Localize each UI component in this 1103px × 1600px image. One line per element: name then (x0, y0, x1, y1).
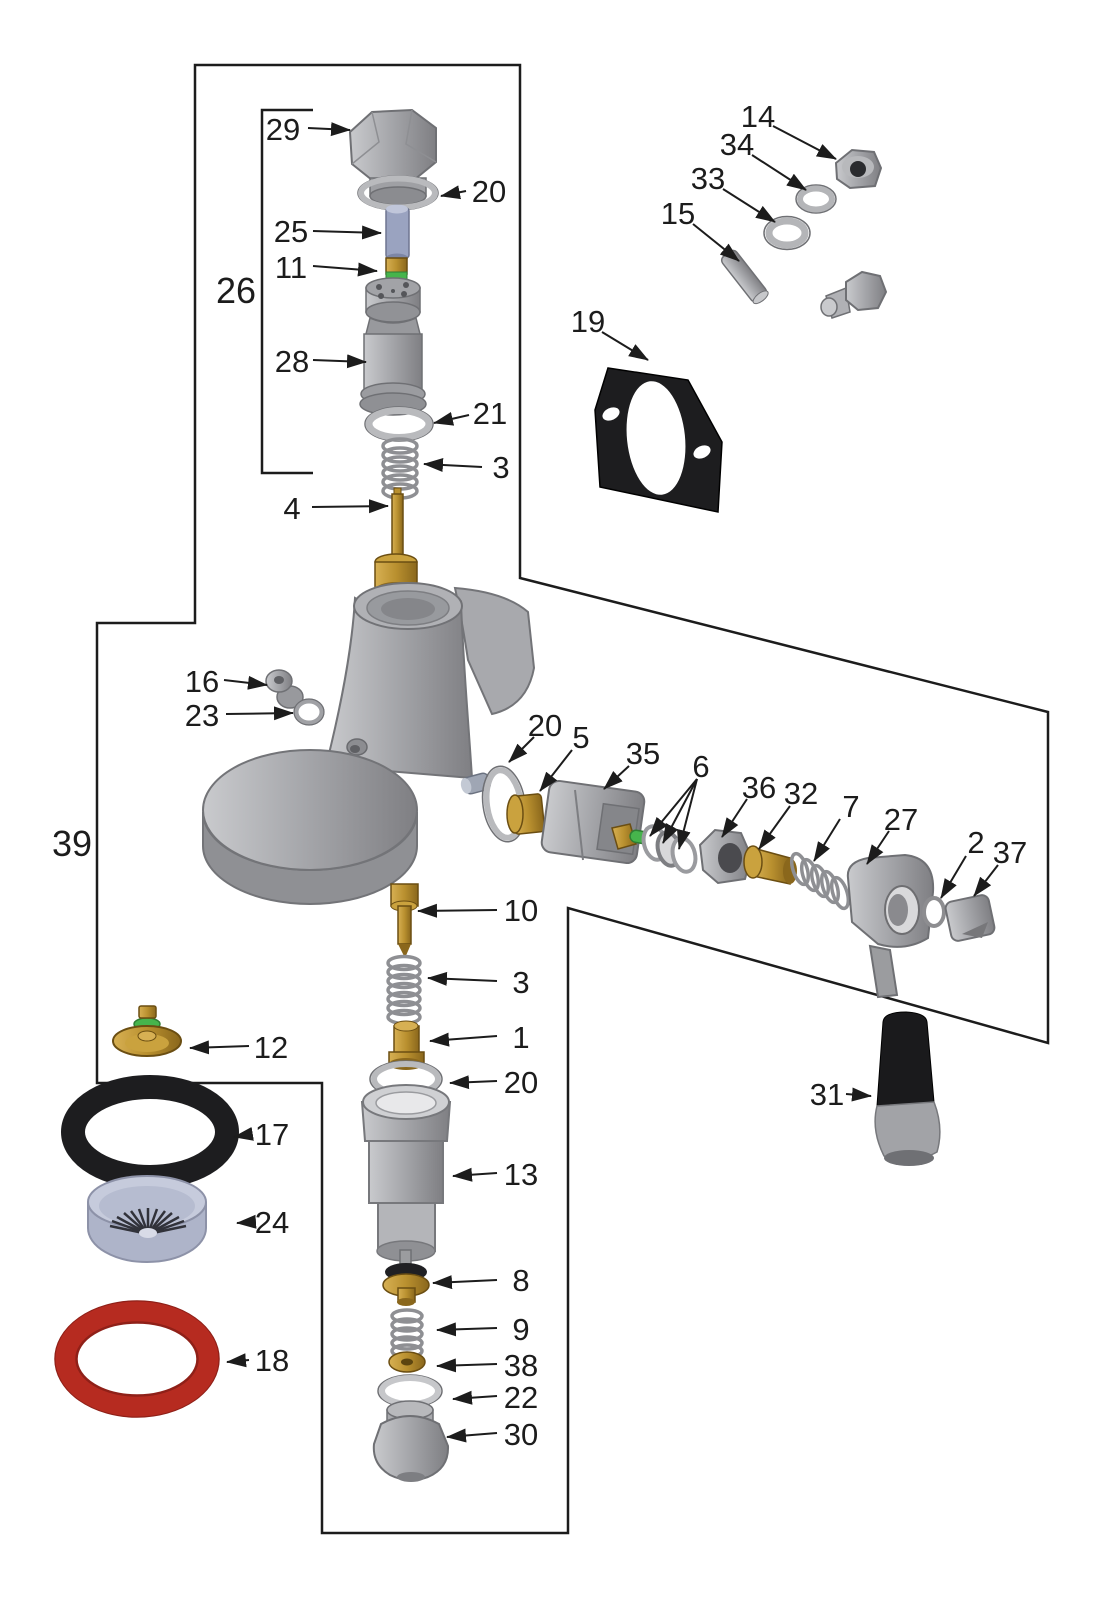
part-label-30: 30 (504, 1417, 538, 1452)
part-37-pin (944, 894, 996, 942)
part-16-nut (265, 669, 304, 709)
part-label-10: 10 (504, 893, 538, 928)
part-label-21: 21 (473, 396, 507, 431)
part-2-washer (922, 896, 946, 928)
part-label-3-lower: 3 (512, 965, 529, 1000)
part-23-washer (293, 698, 325, 726)
part-label-28: 28 (275, 344, 309, 379)
part-15-pin (720, 249, 769, 305)
part-label-20-lower: 20 (504, 1065, 538, 1100)
part-label-31: 31 (810, 1077, 844, 1112)
main-body-casting (202, 582, 536, 905)
part-label-1: 1 (512, 1020, 529, 1055)
part-35-cartridge (540, 779, 651, 865)
part-label-16: 16 (185, 664, 219, 699)
part-label-6: 6 (692, 749, 709, 784)
callout-labels: 29 20 25 11 26 28 21 3 4 14 34 33 15 19 … (52, 99, 1027, 1452)
part-label-20-top: 20 (472, 174, 506, 209)
fitting-unlabeled (820, 270, 888, 319)
part-label-29: 29 (266, 112, 300, 147)
part-label-19: 19 (571, 304, 605, 339)
part-12-valve-disc (112, 1005, 182, 1057)
part-label-4: 4 (283, 491, 300, 526)
part-21-ring (364, 406, 434, 442)
group-label-39: 39 (52, 823, 92, 864)
part-label-13: 13 (504, 1157, 538, 1192)
part-label-37: 37 (993, 835, 1027, 870)
group-39-outline (95, 63, 1050, 1535)
part-label-5: 5 (572, 720, 589, 755)
part-5-brass-gland (506, 793, 546, 835)
part-34-washer (795, 184, 837, 214)
part-label-24: 24 (255, 1205, 289, 1240)
part-label-25: 25 (274, 214, 308, 249)
part-14-hex-nut (834, 148, 883, 190)
part-10-valve-pin (390, 883, 419, 958)
part-label-34: 34 (720, 127, 754, 162)
part-label-22: 22 (504, 1380, 538, 1415)
part-8-brass-stop (382, 1249, 430, 1306)
part-label-14: 14 (741, 99, 775, 134)
part-32-brass-fitting (743, 845, 797, 885)
part-9-spring (390, 1308, 424, 1359)
part-label-18: 18 (255, 1343, 289, 1378)
part-label-15: 15 (661, 196, 695, 231)
part-label-23: 23 (185, 698, 219, 733)
part-11-nut (385, 257, 408, 280)
group-label-26: 26 (216, 270, 256, 311)
part-label-36: 36 (742, 770, 776, 805)
part-label-35: 35 (626, 736, 660, 771)
part-label-2: 2 (967, 825, 984, 860)
part-label-3-upper: 3 (492, 450, 509, 485)
part-27-lever (846, 853, 935, 999)
part-label-9: 9 (512, 1312, 529, 1347)
part-19-gasket-plate (594, 367, 723, 513)
part-30-tip (372, 1400, 450, 1482)
part-36-hex-nut (698, 828, 753, 885)
part-38-brass-washer (388, 1351, 426, 1373)
part-label-27: 27 (884, 802, 918, 837)
part-13-piston-housing (360, 1084, 452, 1262)
part-label-12: 12 (254, 1030, 288, 1065)
part-18-red-gasket (54, 1300, 220, 1418)
part-label-17: 17 (255, 1117, 289, 1152)
part-label-8: 8 (512, 1263, 529, 1298)
leader-lines (189, 122, 999, 1443)
part-33-washer (763, 215, 811, 251)
part-label-7: 7 (842, 789, 859, 824)
part-label-32: 32 (784, 776, 818, 811)
part-7-spring (789, 851, 851, 911)
part-28-valve-body (359, 277, 427, 416)
group-26-bracket (260, 108, 313, 475)
part-label-33: 33 (691, 161, 725, 196)
part-31-nozzle (874, 1011, 941, 1166)
part-label-11: 11 (275, 250, 307, 285)
part-label-20-mid: 20 (528, 708, 562, 743)
part-25-pin (385, 204, 410, 263)
part-4-stem (374, 487, 418, 598)
part-17-group-gasket (61, 1075, 239, 1189)
part-24-shower-screen (87, 1175, 207, 1263)
part-label-38: 38 (504, 1348, 538, 1383)
part-3-spring-lower (386, 954, 422, 1026)
